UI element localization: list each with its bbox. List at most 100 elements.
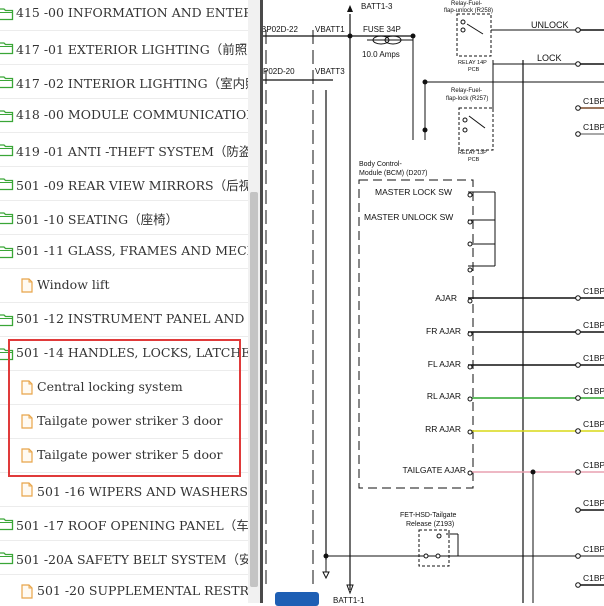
terminal-contact xyxy=(462,127,468,133)
folder-icon xyxy=(0,74,14,89)
diagram-label-fet-l2: Release (Z193) xyxy=(406,521,454,528)
connector-label-c1bp: C1BP xyxy=(583,286,604,296)
tree-doc-item[interactable]: Tailgate power striker 5 door xyxy=(0,439,248,473)
diagram-label-fl-ajar: FL AJAR xyxy=(428,359,461,369)
tree-item-label: 418 -00 MODULE COMMUNICATIONS NETWORK xyxy=(16,107,248,122)
tree-folder-item[interactable]: 417 -02 INTERIOR LIGHTING（室内照明） xyxy=(0,65,248,99)
scrollbar-thumb[interactable] xyxy=(250,192,258,587)
terminal-contact xyxy=(467,429,473,435)
tree-doc-item[interactable]: 501 -16 WIPERS AND WASHERS（雨刮） xyxy=(0,473,248,507)
tree-item-label: 501 -09 REAR VIEW MIRRORS（后视镜） xyxy=(16,178,248,193)
diagram-label-tailgate-ajar: TAILGATE AJAR xyxy=(403,465,466,475)
terminal-contact xyxy=(467,331,473,337)
connector-label-c1bp: C1BP xyxy=(583,96,604,106)
diagram-label-fuse-amps: 10.0 Amps xyxy=(362,50,400,59)
diagram-label-conn-1: BP02D-22 xyxy=(263,25,298,34)
terminal-contact xyxy=(467,298,473,304)
diagram-label-relay-unlock-sub1: RELAY 14P xyxy=(458,60,487,66)
diagram-label-rl-ajar: RL AJAR xyxy=(427,391,461,401)
terminal-contact xyxy=(462,117,468,123)
folder-icon xyxy=(0,40,14,55)
diagram-label-relay-unlock-l1: Relay-Fuel- xyxy=(451,1,482,7)
tree-folder-item[interactable]: 418 -00 MODULE COMMUNICATIONS NETWORK xyxy=(0,99,248,133)
connector-pin xyxy=(575,582,581,588)
diagram-label-bcm-l2: Module (BCM) (D207) xyxy=(359,170,427,177)
terminal-contact xyxy=(467,364,473,370)
tree-folder-item[interactable]: 501 -17 ROOF OPENING PANEL（车顶打开面板） xyxy=(0,507,248,541)
tree-folder-item[interactable]: 415 -00 INFORMATION AND ENTERTAINMENT xyxy=(0,0,248,31)
connector-label-c1bp: C1BP xyxy=(583,419,604,429)
connector-label-c1bp: C1BP xyxy=(583,386,604,396)
diagram-label-vbatt3: VBATT3 xyxy=(315,67,345,76)
connector-pin xyxy=(575,105,581,111)
connector-pin xyxy=(575,395,581,401)
tree-item-label: Tailgate power striker 5 door xyxy=(37,447,223,462)
connector-pin xyxy=(575,61,581,67)
pane-divider[interactable] xyxy=(260,0,263,603)
terminal-contact xyxy=(423,553,429,559)
folder-icon xyxy=(0,550,14,565)
connector-pin xyxy=(575,362,581,368)
connector-pin xyxy=(575,428,581,434)
document-icon xyxy=(19,482,35,497)
tree-folder-item[interactable]: 501 -14 HANDLES, LOCKS, LATCHES AND ENTR… xyxy=(0,337,248,371)
tree-doc-item[interactable]: Central locking system xyxy=(0,371,248,405)
diagram-label-unlock: UNLOCK xyxy=(531,20,569,30)
diagram-label-relay-lock-sub1: RELAY 13P xyxy=(458,150,487,156)
diagram-label-conn-2: P02D-20 xyxy=(263,67,295,76)
tree-folder-item[interactable]: 417 -01 EXTERIOR LIGHTING（前照灯） xyxy=(0,31,248,65)
tree-item-label: 417 -01 EXTERIOR LIGHTING（前照灯） xyxy=(16,42,248,57)
tree-item-label: 501 -11 GLASS, FRAMES AND MECHANISMS xyxy=(16,243,248,258)
diagram-label-relay-lock-l1: Relay-Fuel- xyxy=(451,88,482,94)
diagram-label-fr-ajar: FR AJAR xyxy=(426,326,461,336)
connector-label-c1bp: C1BP xyxy=(583,122,604,132)
folder-icon xyxy=(0,6,14,21)
terminal-contact xyxy=(467,241,473,247)
tree-item-label: 415 -00 INFORMATION AND ENTERTAINMENT xyxy=(16,5,248,20)
tree-folder-item[interactable]: 501 -11 GLASS, FRAMES AND MECHANISMS xyxy=(0,235,248,269)
document-icon xyxy=(19,584,35,599)
terminal-contact xyxy=(467,470,473,476)
document-icon xyxy=(19,448,35,463)
diagram-label-ajar: AJAR xyxy=(435,293,457,303)
diagram-label-fet-l1: FET-HSD-Tailgate xyxy=(400,512,457,519)
tree-doc-item[interactable]: 501 -20 SUPPLEMENTAL RESTRAINT SYSTEM xyxy=(0,575,248,603)
bottom-action-button[interactable] xyxy=(275,592,319,606)
terminal-contact xyxy=(435,553,441,559)
diagram-label-relay-lock-sub2: PCB xyxy=(468,157,480,163)
folder-icon xyxy=(0,108,14,123)
diagram-label-vbatt1: VBATT1 xyxy=(315,25,345,34)
sidebar-scrollbar[interactable] xyxy=(248,0,260,603)
folder-icon xyxy=(0,176,14,191)
diagram-label-bcm-l1: Body Control- xyxy=(359,161,402,168)
tree-folder-item[interactable]: 501 -10 SEATING（座椅） xyxy=(0,201,248,235)
connector-pin xyxy=(575,553,581,559)
tree-folder-item[interactable]: 501 -09 REAR VIEW MIRRORS（后视镜） xyxy=(0,167,248,201)
tree-doc-item[interactable]: Tailgate power striker 3 door xyxy=(0,405,248,439)
diagram-label-relay-unlock-l2: flap-unlock (R258) xyxy=(444,8,493,14)
tree-item-label: 501 -12 INSTRUMENT PANEL AND CONSOLE xyxy=(16,311,248,326)
tree-doc-item[interactable]: Window lift xyxy=(0,269,248,303)
tree-item-label: 501 -16 WIPERS AND WASHERS（雨刮） xyxy=(37,484,248,499)
connector-label-c1bp: C1BP xyxy=(583,573,604,583)
connector-pin xyxy=(575,27,581,33)
document-icon xyxy=(19,380,35,395)
folder-icon xyxy=(0,244,14,259)
tree-folder-item[interactable]: 419 -01 ANTI -THEFT SYSTEM（防盗系统） xyxy=(0,133,248,167)
terminal-contact xyxy=(436,533,442,539)
diagram-label-master-unlock: MASTER UNLOCK SW xyxy=(364,212,453,222)
terminal-contact xyxy=(467,267,473,273)
terminal-contact xyxy=(467,219,473,225)
tree-folder-item[interactable]: 501 -20A SAFETY BELT SYSTEM（安全带） xyxy=(0,541,248,575)
connector-label-c1bp: C1BP xyxy=(583,544,604,554)
tree-item-label: 419 -01 ANTI -THEFT SYSTEM（防盗系统） xyxy=(16,144,248,159)
diagram-label-rr-ajar: RR AJAR xyxy=(425,424,461,434)
terminal-contact xyxy=(460,19,466,25)
connector-label-c1bp: C1BP xyxy=(583,498,604,508)
tree-folder-item[interactable]: 501 -12 INSTRUMENT PANEL AND CONSOLE xyxy=(0,303,248,337)
folder-icon xyxy=(0,312,14,327)
diagram-label-master-lock: MASTER LOCK SW xyxy=(375,187,452,197)
diagram-label-batt-top: BATT1-3 xyxy=(361,2,393,11)
connector-pin xyxy=(575,469,581,475)
